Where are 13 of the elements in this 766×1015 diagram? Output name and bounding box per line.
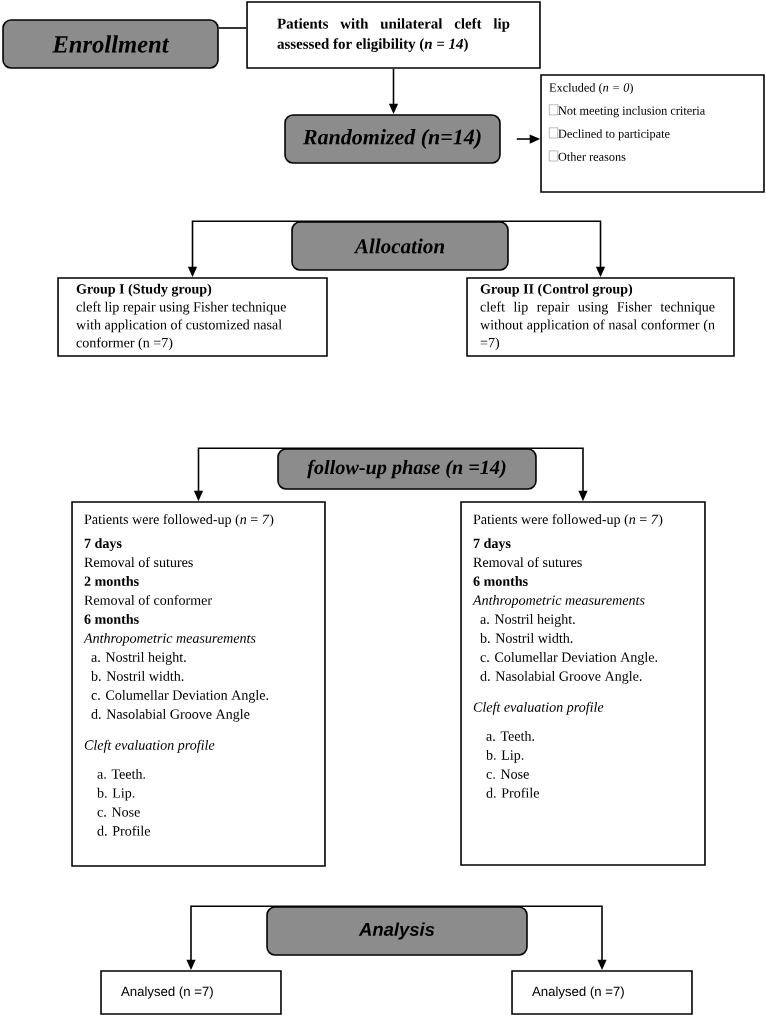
process-box: Analysed (n =7) <box>100 970 282 1015</box>
process-box: Analysed (n =7) <box>511 970 693 1015</box>
stage-box: Analysis <box>266 906 528 956</box>
process-box: Patients with unilateral cleft lip assessed for eligibility (n = 14) <box>246 1 541 69</box>
process-box: Patients were followed-up (n = 7) 7 days Removal of sutures 2 months Removal of conformer 6 months Anthropometric measurements a. Nostril height. b. Nostril width. c. Columellar Deviation Angle. d. Nasolabial Groove Angle Cleft evaluation profile a. Teeth. b. Lip. c. Nose d. Profile <box>71 501 326 867</box>
process-box: Patients were followed-up (n = 7) 7 days Removal of sutures 6 months Anthropometric measurements a. Nostril height. b. Nostril width. c. Columellar Deviation Angle. d. Nasolabial Groove Angle. Cleft evaluation profile a. Teeth. b. Lip. c. Nose d. Profile <box>460 501 706 866</box>
stage-box: follow-up phase (n =14) <box>277 448 537 490</box>
stage-box: Randomized (n=14) <box>284 114 501 164</box>
stage-box: Allocation <box>291 221 509 271</box>
process-box: Group II (Control group) cleft lip repair using Fisher technique without application of nasal conformer (n =7) <box>466 277 735 357</box>
process-box: Excluded (n = 0) Not meeting inclusion criteria Declined to participate Other reasons <box>540 74 765 193</box>
process-box: Group I (Study group) cleft lip repair using Fisher technique with application of customized nasal conformer (n =7) <box>57 277 328 357</box>
stage-box: Enrollment <box>2 19 219 69</box>
